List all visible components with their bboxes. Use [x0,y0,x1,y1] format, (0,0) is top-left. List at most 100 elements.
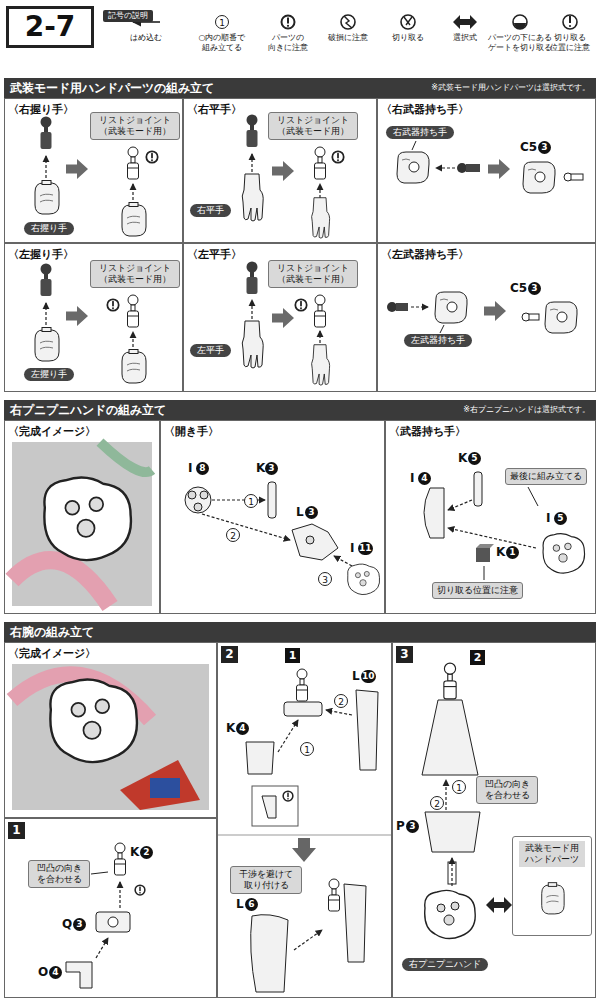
callout-box: リストジョイント （武装モード用） [268,260,358,288]
part-letter: K [496,546,505,559]
legend-icons [563,15,577,29]
arm-figures [294,930,322,950]
tag-text: 左平手 [197,345,224,356]
wrist-assembly-figures [412,141,416,150]
tag-text: 右武器持ち手 [393,127,447,138]
wrist-assembly-figures [66,159,88,179]
wrist-assembly-figures [312,345,330,385]
step-number: 1 [8,822,25,839]
part-number: 11 [358,542,373,555]
puni-hand-figures [448,528,536,548]
part-tag: 右武器持ち手 [386,126,454,139]
callout-box: 切り取る位置に注意 [432,582,523,599]
wrist-assembly-figures [251,154,252,172]
arm-figures [542,883,564,914]
part-letter: L [352,670,360,683]
wrist-assembly-figures [35,328,59,362]
arm-figures [283,791,293,801]
order-number: 2 [334,694,348,708]
wrist-assembly-figures [45,156,46,178]
wrist-assembly-figures [312,198,330,238]
arm-figures [66,962,92,988]
page-number-box: 2-7 [6,6,94,48]
puni-hand-figures [334,556,352,566]
callout-text: リストジョイント （武装モード用） [95,263,175,285]
section-note: ※武装モード用ハンドパーツは選択式です。 [431,78,590,98]
arm-figures [115,843,126,875]
section-title: 右腕の組み立て [4,622,596,642]
panel-heading: 〈完成イメージ〉 [8,646,96,661]
panel-heading: 〈開き手〉 [164,424,219,439]
callout-text: 最後に組み立てる [510,471,582,482]
part-number: 2 [140,846,153,859]
wrist-assembly-figures [396,303,408,311]
puni-hand-figures [202,514,290,540]
legend-icons [569,25,571,27]
arm-figures [120,760,200,810]
part-letter: K [458,452,467,465]
wrist-assembly-figures [128,295,139,327]
step-panel: 3 凹凸の向き を合わせる武装モード用 ハンドパーツ右プニプニハンド [392,642,596,998]
puni-hand-figures [194,503,202,511]
callout-box: 凹凸の向き を合わせる [28,860,90,888]
legend-icons [401,15,415,29]
tag-text: 右平手 [197,205,224,216]
part-number: 3 [406,820,419,833]
tag-text: 右握り手 [31,223,67,234]
part-tag: 左握り手 [24,368,74,381]
legend-text: 破損に注意 [323,33,373,43]
part-letter: C5 [510,282,527,295]
wrist-assembly-figures [35,115,583,386]
callout-text: 武装モード用 ハンドパーツ [519,841,585,867]
part-number: 3 [73,918,86,931]
figure-panel: 〈完成イメージ〉 [4,642,217,818]
puni-hand-figures [188,491,196,499]
order-number: 2 [430,796,444,810]
figure-panel: 〈右握り手〉右握り手リストジョイント （武装モード用） [4,98,183,243]
part-letter: O [38,966,48,979]
legend-text: ○内の順番で 組み立てる [197,33,247,53]
legend-text: パーツの下にある ゲートを切り取る [485,33,555,53]
wrist-assembly-figures [571,174,583,180]
step-number: 3 [396,646,413,663]
tag-text: 右プニプニハンド [409,959,481,970]
callout-text: 干渉を避けて 取り付ける [235,869,297,891]
subassembly-number: 1 [285,648,300,663]
puni-hand-figures [306,536,314,544]
step-panel: 1 凹凸の向き を合わせる [4,818,217,998]
order-number: 1 [300,742,314,756]
callout-box: リストジョイント （武装モード用） [90,112,180,140]
part-tag: 左武器持ち手 [404,334,472,347]
callout-text: 凹凸の向き を合わせる [33,863,85,885]
arm-figures [150,778,180,798]
wrist-assembly-figures [247,262,258,295]
wrist-assembly-figures [523,162,555,193]
puni-hand-figures [12,442,585,606]
part-letter: K [256,462,265,475]
wrist-assembly-figures [41,264,52,297]
legend-icons [344,16,352,28]
wrist-assembly-figures [436,167,455,168]
tag-text: 左握り手 [31,369,67,380]
wrist-assembly-figures [315,147,326,179]
panel-heading: 〈完成イメージ〉 [8,424,96,439]
figure-panel: 〈開き手〉 [160,420,385,614]
order-number: 2 [226,528,240,542]
legend-title: 記号の説明 [103,10,153,22]
wrist-assembly-figures [435,292,467,323]
figure-panel: 〈左握り手〉左握り手リストジョイント （武装モード用） [4,243,183,392]
tag-text: 左武器持ち手 [411,335,465,346]
part-number: 4 [49,966,62,979]
arm-figures [119,882,120,908]
figure-panel: 〈右武器持ち手〉右武器持ち手 [377,98,596,243]
part-letter: L [236,898,244,911]
callout-text: 凹凸の向き を合わせる [481,779,533,801]
puni-hand-figures [185,487,211,513]
puni-hand-figures [448,500,472,510]
wrist-assembly-figures [529,314,539,320]
arm-figures [50,680,137,763]
wrist-assembly-figures [466,164,480,172]
arm-figures [252,786,298,826]
panel-heading: 〈右平手〉 [187,102,242,117]
